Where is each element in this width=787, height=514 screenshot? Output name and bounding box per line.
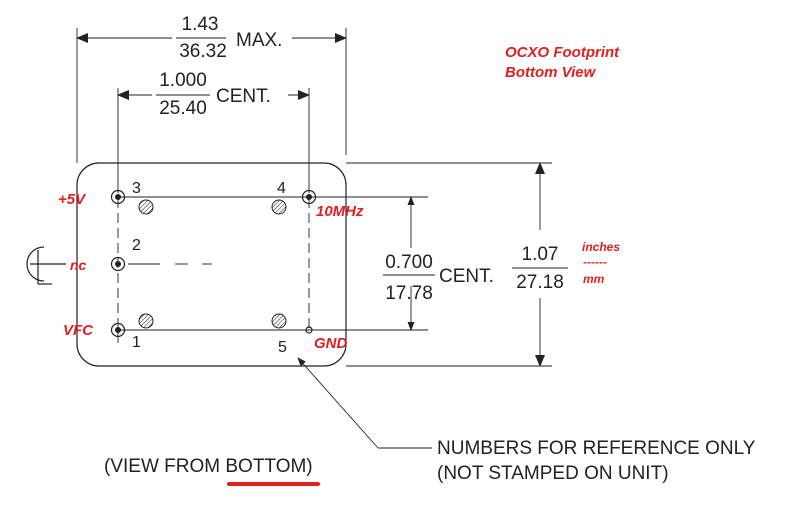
standoff-top-left: [138, 199, 154, 215]
max-width-mm: 36.32: [179, 41, 227, 62]
centerline-symbol: [26, 246, 66, 285]
diagram-title-line2: Bottom View: [505, 64, 597, 81]
height-inch: 1.07: [522, 244, 559, 265]
pin-number-3: 3: [132, 180, 141, 197]
signal-label-vfc: VFC: [63, 322, 94, 339]
reference-note-line1: NUMBERS FOR REFERENCE ONLY: [437, 438, 756, 459]
pin-pitch-suffix: CENT.: [439, 266, 494, 287]
pin-3-hole: [110, 189, 126, 205]
max-width-inch: 1.43: [182, 14, 219, 35]
max-width-dimension: 1.43 36.32 MAX.: [76, 14, 347, 163]
height-dimension: 1.07 27.18: [512, 162, 568, 367]
pin-number-2: 2: [132, 237, 141, 254]
pin-span-suffix: CENT.: [216, 86, 271, 107]
signal-label-gnd: GND: [314, 335, 348, 352]
pin-1-hole: [110, 322, 126, 338]
view-from-bottom-note: (VIEW FROM BOTTOM): [104, 456, 313, 477]
height-mm: 27.18: [516, 272, 564, 293]
signal-label-10mhz: 10MHz: [316, 203, 364, 220]
standoff-bottom-right: [271, 313, 287, 329]
package-outline: [76, 162, 347, 367]
pin-number-1: 1: [132, 334, 141, 351]
pin-pitch-dimension: 0.700 17.78 CENT.: [383, 196, 494, 331]
pin-number-5: 5: [278, 339, 287, 356]
pin-pitch-inch: 0.700: [385, 252, 433, 273]
pin-span-dimension: 1.000 25.40 CENT.: [117, 70, 310, 183]
pin-pitch-mm: 17.78: [385, 283, 433, 304]
pin-span-inch: 1.000: [159, 70, 207, 91]
pin-4-hole: [301, 189, 317, 205]
reference-note-leader: [297, 357, 432, 449]
units-legend-inches: inches: [582, 240, 620, 254]
pin-2-hole: [110, 256, 126, 272]
units-legend-divider: ------: [583, 255, 607, 269]
pin-span-mm: 25.40: [159, 98, 207, 119]
reference-note-line2: (NOT STAMPED ON UNIT): [437, 463, 669, 484]
standoff-bottom-left: [138, 313, 154, 329]
units-legend-mm: mm: [583, 272, 605, 286]
pin-5-hole: [305, 326, 313, 334]
pin-number-4: 4: [277, 180, 286, 197]
signal-label-nc: nc: [70, 257, 87, 273]
max-width-suffix: MAX.: [236, 30, 282, 51]
signal-label-5v: +5V: [58, 191, 87, 208]
standoff-top-right: [271, 199, 287, 215]
diagram-title-line1: OCXO Footprint: [505, 44, 620, 61]
